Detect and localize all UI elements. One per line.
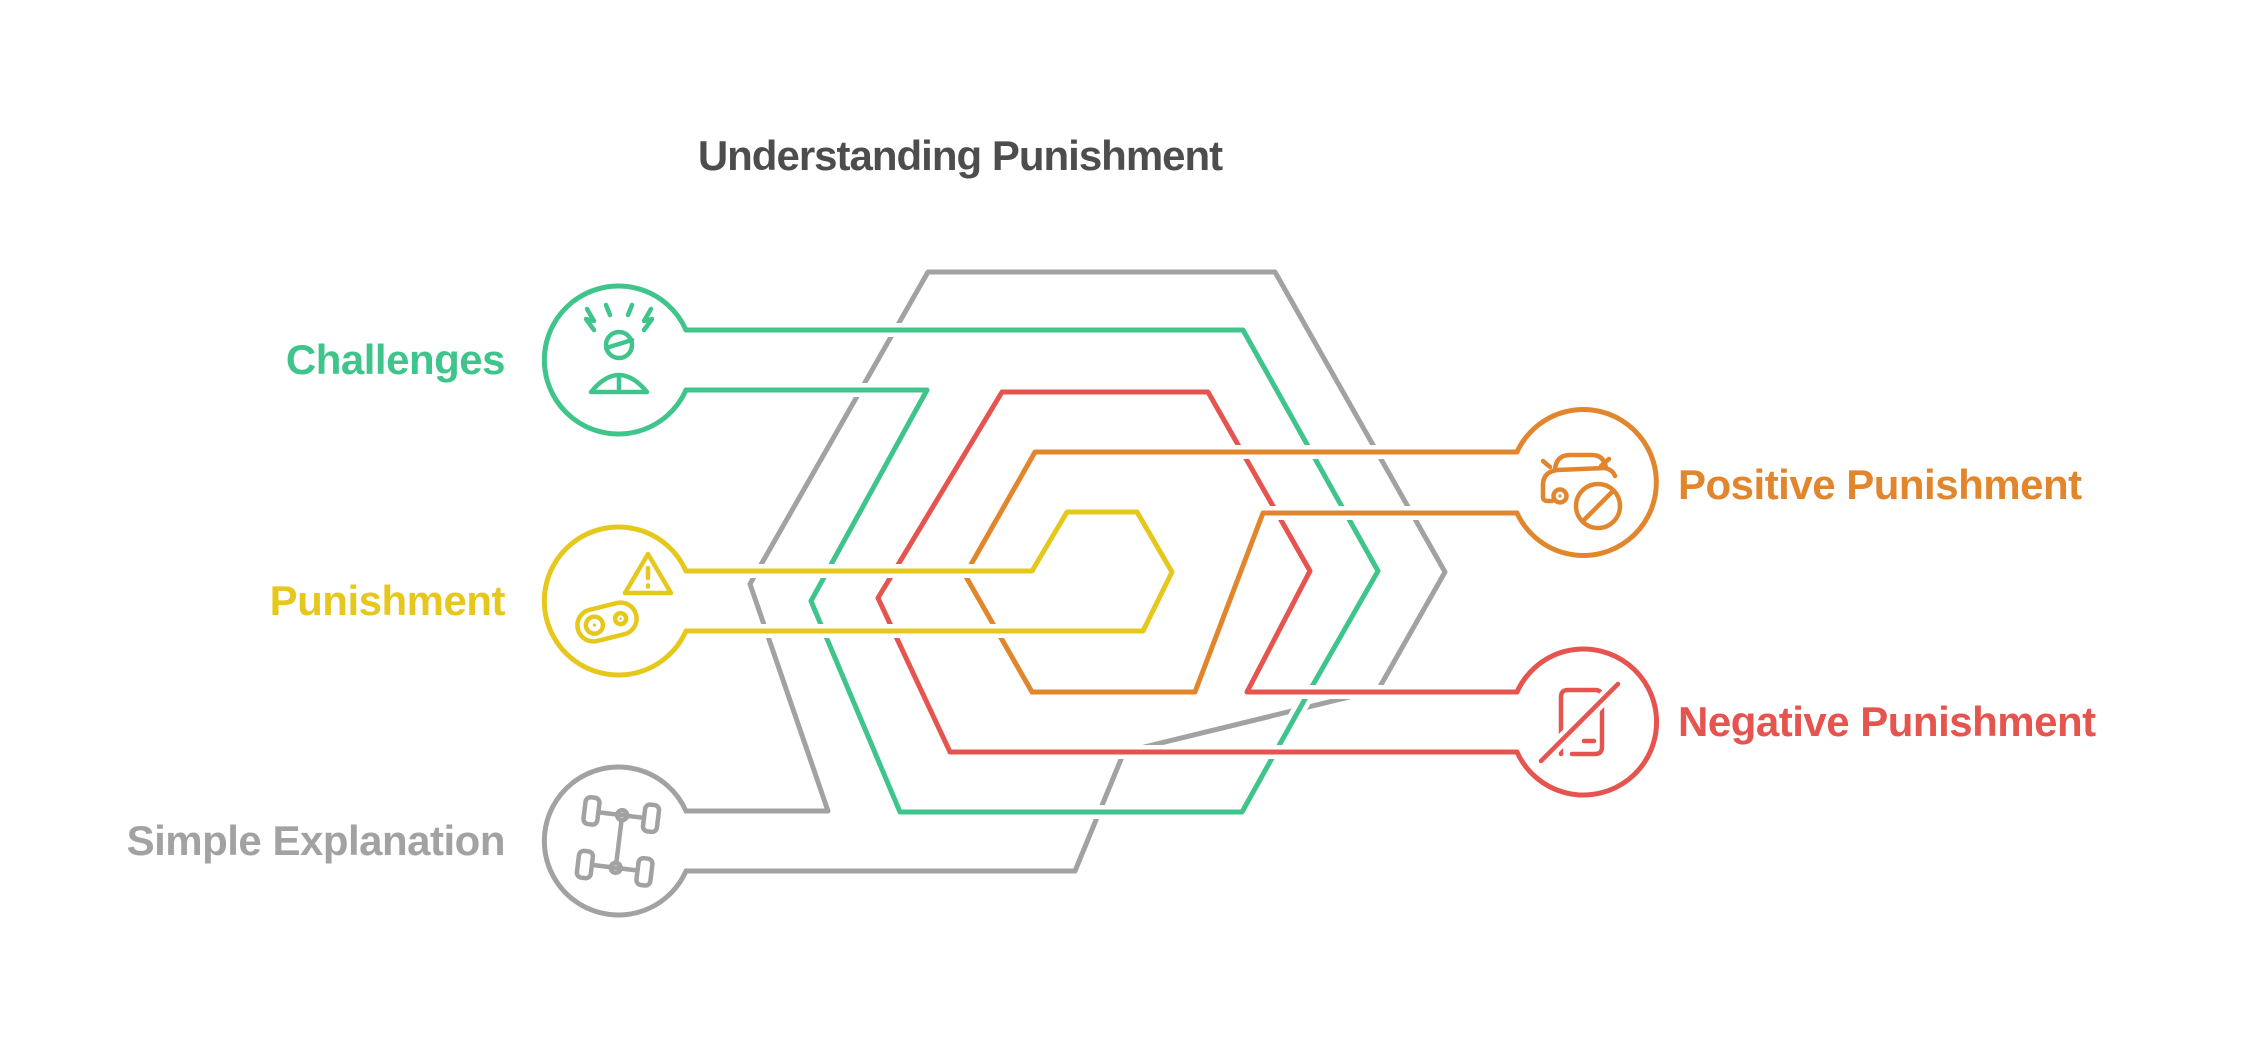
node-punishment: [541, 524, 689, 678]
car-chassis-icon: [574, 794, 662, 888]
stressed-person-icon: [583, 302, 655, 395]
node-challenges: [541, 283, 689, 437]
label-negative-punishment: Negative Punishment: [1678, 698, 2096, 745]
car-prohibited-icon: [1540, 452, 1627, 535]
label-positive-punishment: Positive Punishment: [1678, 461, 2082, 508]
label-simple-explanation: Simple Explanation: [127, 817, 505, 864]
label-punishment: Punishment: [270, 577, 506, 624]
node-circle: [1514, 646, 1660, 798]
trace-punishment: [679, 505, 1179, 638]
trace-negative-punishment: [871, 385, 1524, 759]
node-negative-punishment: [1514, 646, 1660, 798]
node-circle: [541, 283, 689, 437]
label-challenges: Challenges: [286, 336, 505, 383]
node-positive-punishment: [1514, 407, 1659, 558]
diagram-title: Understanding Punishment: [698, 132, 1223, 179]
node-circle: [1514, 407, 1659, 558]
trace-positive-punishment: [958, 445, 1524, 699]
warning-belt-icon: [575, 551, 674, 644]
node-circle: [541, 764, 689, 918]
node-simple-explanation: [541, 764, 689, 918]
phone-prohibited-icon: [1534, 677, 1625, 768]
node-circle: [541, 524, 689, 678]
trace-challenges: [679, 323, 1385, 819]
